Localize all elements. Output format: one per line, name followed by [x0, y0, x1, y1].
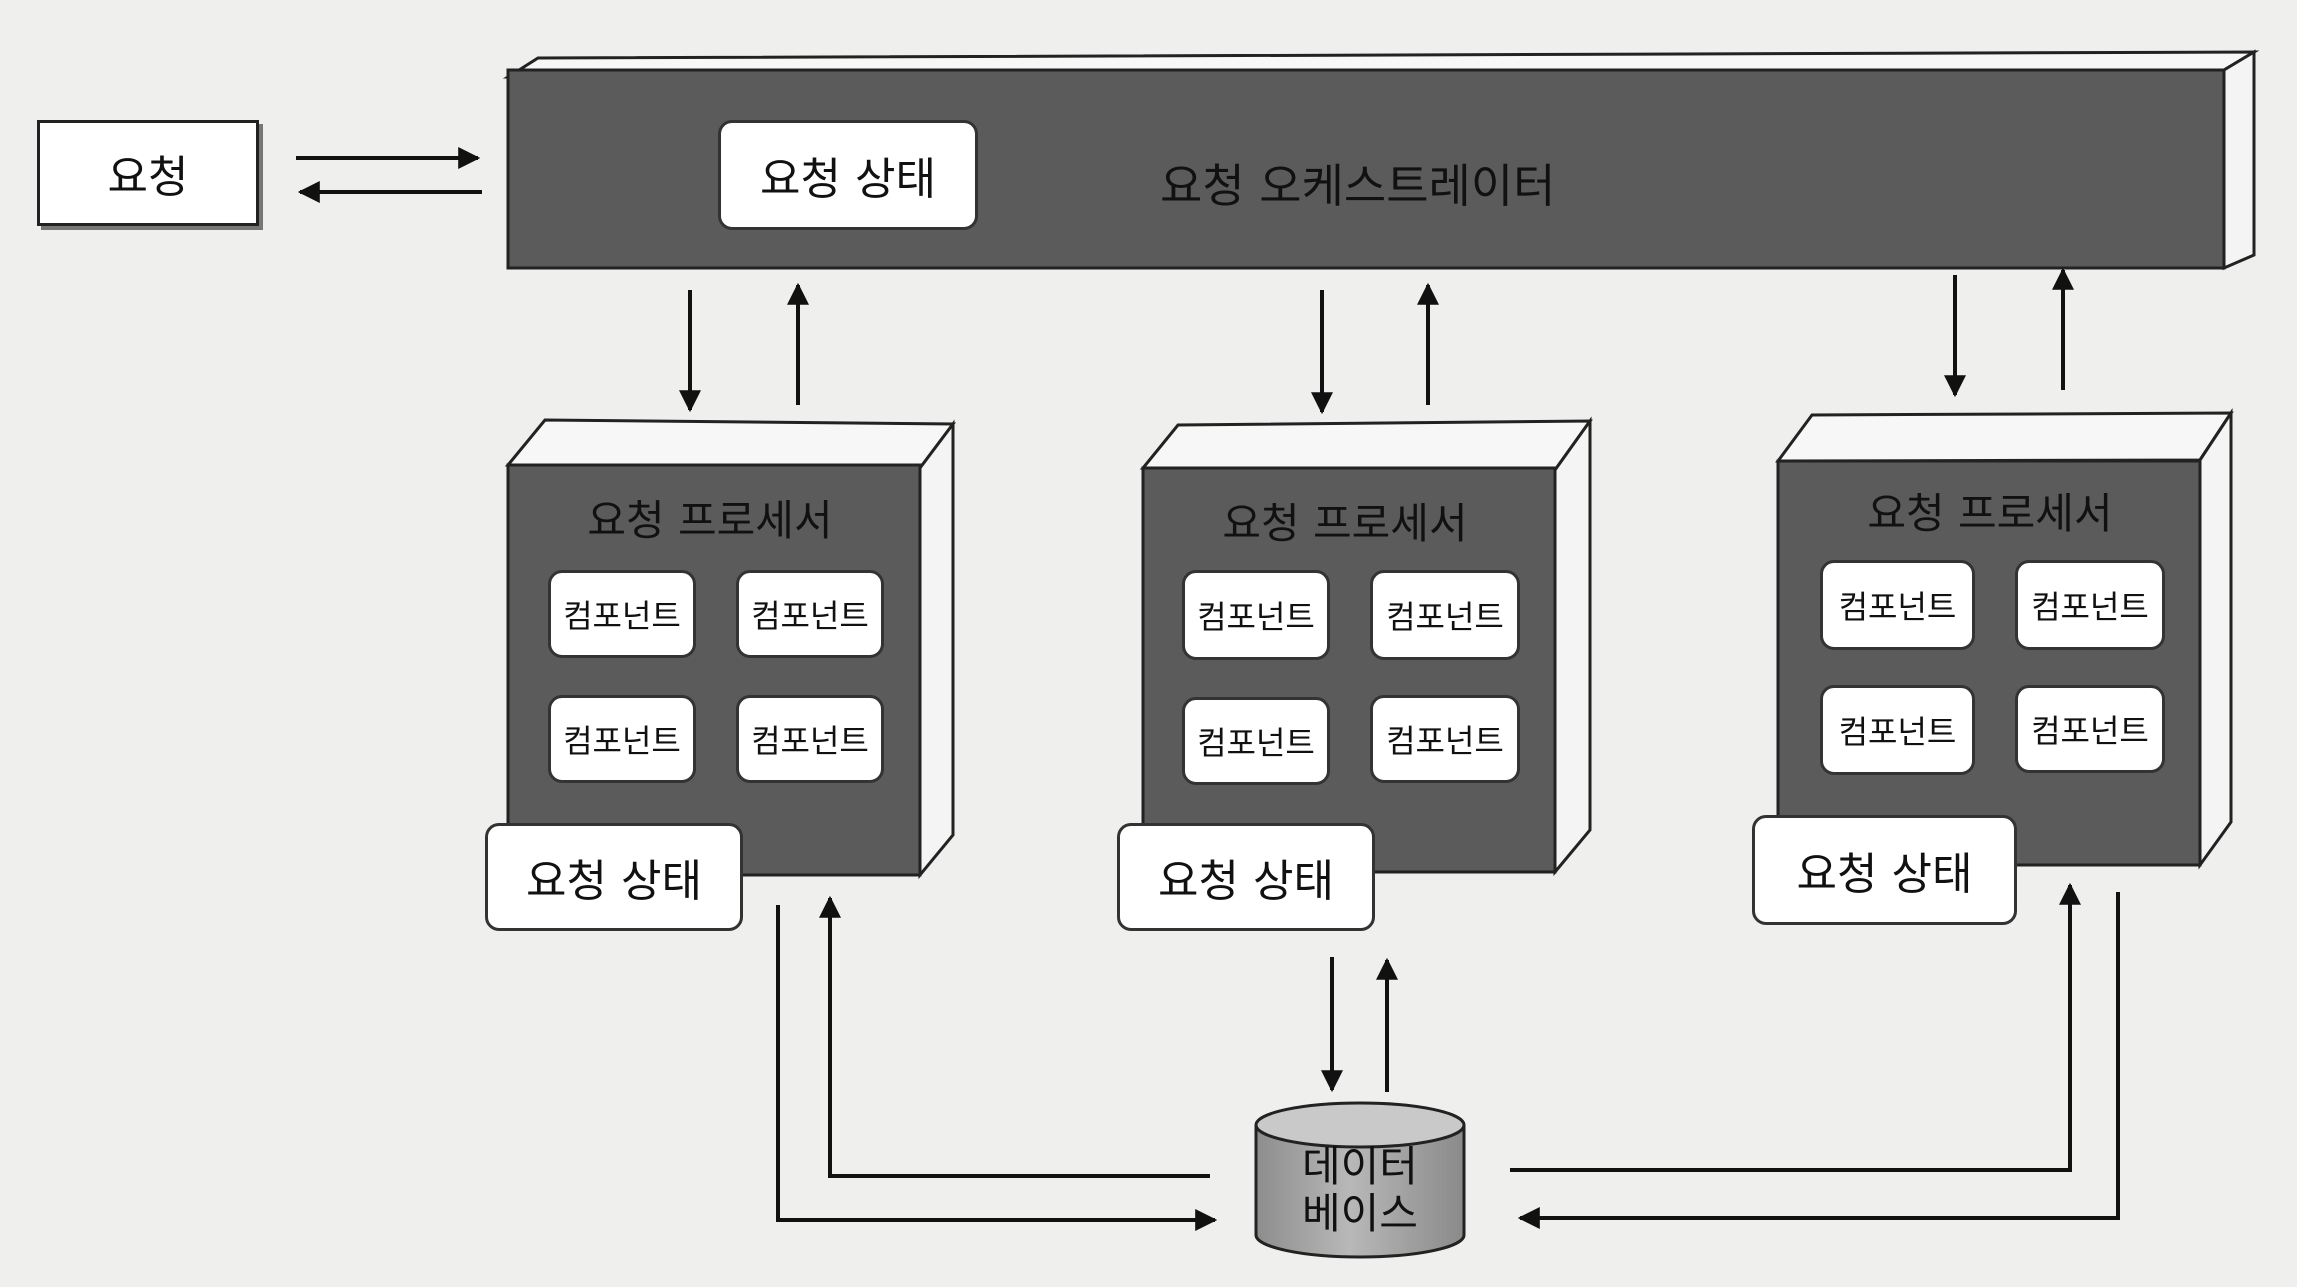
arrow-database-to-processor-3: [1510, 882, 2081, 1172]
processor-1-component-3: 컴포넌트: [548, 695, 696, 783]
processor-1-state-box: 요청 상태: [485, 823, 743, 931]
arrow-processor-1-to-database: [776, 905, 1218, 1231]
processor-2-component-4: 컴포넌트: [1370, 695, 1520, 783]
processor-2-title: 요청 프로세서: [1222, 499, 1468, 548]
orchestrator-label: 요청 오케스트레이터: [1160, 159, 1556, 213]
processor-3-component-1: 컴포넌트: [1820, 560, 1975, 650]
processor-2-component-1: 컴포넌트: [1182, 570, 1330, 660]
component-label: 컴포넌트: [751, 597, 869, 635]
component-label: 컴포넌트: [1197, 598, 1315, 636]
database-cylinder: [1254, 1101, 1466, 1259]
processor-block-1: [504, 418, 956, 880]
orchestrator-state-label: 요청 상태: [760, 154, 936, 205]
processor-2-state-label: 요청 상태: [1158, 856, 1334, 907]
database-label-line-2: 베이스: [1302, 1189, 1418, 1238]
arrow-database-to-processor-1: [819, 895, 1210, 1178]
processor-3-component-4: 컴포넌트: [2015, 685, 2165, 773]
processor-block-3: [1775, 408, 2234, 870]
component-label: 컴포넌트: [2031, 712, 2149, 750]
processor-3-title: 요청 프로세서: [1867, 489, 2113, 538]
processor-block-2: [1139, 416, 1593, 877]
orchestrator-state-box: 요청 상태: [718, 120, 978, 230]
component-label: 컴포넌트: [1197, 724, 1315, 762]
component-label: 컴포넌트: [1838, 713, 1957, 751]
database-label-line-1: 데이터: [1302, 1142, 1418, 1191]
processor-1-title: 요청 프로세서: [587, 496, 833, 545]
processor-3-component-3: 컴포넌트: [1820, 685, 1975, 775]
processor-3-component-2: 컴포넌트: [2015, 560, 2165, 650]
component-label: 컴포넌트: [751, 722, 869, 760]
arrow-processor-3-to-database: [1517, 892, 2120, 1229]
processor-2-component-2: 컴포넌트: [1370, 570, 1520, 660]
component-label: 컴포넌트: [563, 722, 681, 760]
processor-2-component-3: 컴포넌트: [1182, 697, 1330, 785]
component-label: 컴포넌트: [563, 597, 681, 635]
request-label: 요청: [107, 152, 189, 203]
processor-3-state-label: 요청 상태: [1796, 849, 1973, 900]
component-label: 컴포넌트: [1386, 722, 1504, 760]
processor-3-state-box: 요청 상태: [1752, 815, 2017, 925]
processor-1-component-1: 컴포넌트: [548, 570, 696, 658]
component-label: 컴포넌트: [2031, 588, 2149, 626]
request-box: 요청: [37, 120, 259, 226]
component-label: 컴포넌트: [1386, 598, 1504, 636]
processor-2-state-box: 요청 상태: [1117, 823, 1375, 931]
processor-1-component-2: 컴포넌트: [736, 570, 884, 658]
processor-1-component-4: 컴포넌트: [736, 695, 884, 783]
processor-1-state-label: 요청 상태: [526, 856, 702, 907]
component-label: 컴포넌트: [1838, 588, 1957, 626]
